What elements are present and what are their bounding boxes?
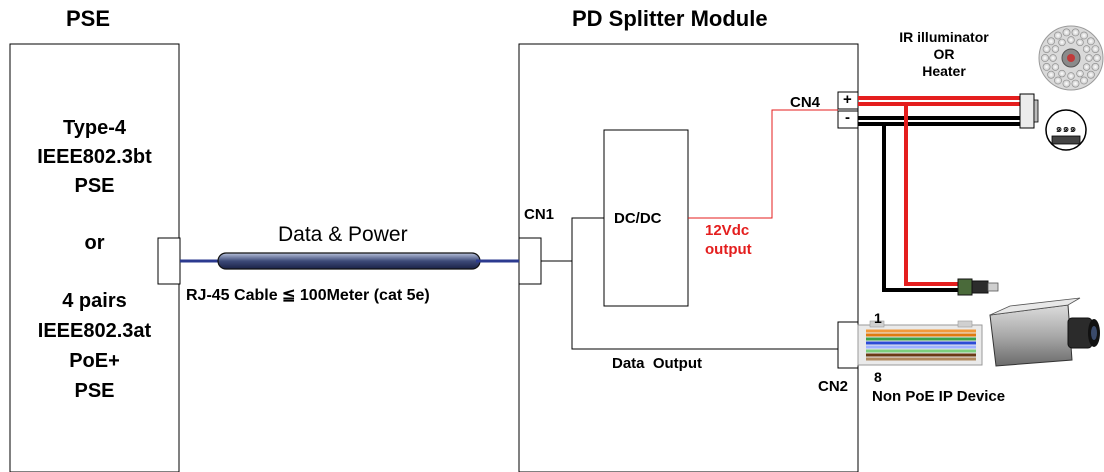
pse-line3: PSE	[74, 175, 115, 197]
cn4-plus-sign: +	[843, 91, 852, 108]
ir-led-dot	[1058, 38, 1066, 47]
pse-box	[9, 43, 180, 472]
ir-led-dot	[1071, 28, 1080, 37]
cn4-plus-terminal	[837, 91, 859, 110]
ip-device-label: Non PoE IP Device	[872, 388, 1006, 405]
output-line1: 12Vdc	[705, 222, 750, 239]
ir-led-dot	[1042, 45, 1051, 53]
ir-led-dot	[1054, 31, 1062, 40]
ir-led-dot	[1080, 31, 1088, 40]
ir-led-dot	[1087, 37, 1095, 46]
cn4-minus-sign: -	[845, 109, 850, 126]
cn2-label: CN2	[818, 378, 849, 395]
cn1-label: CN1	[524, 206, 555, 223]
ir-led-dot	[1047, 37, 1055, 46]
load-connector	[1019, 93, 1035, 129]
ir-led-dot	[1076, 38, 1084, 47]
ir-led-dot	[1042, 63, 1051, 71]
pse-line4: 4 pairs	[62, 290, 127, 312]
load-line2: OR	[933, 46, 955, 62]
load-line3: Heater	[922, 63, 966, 79]
cn2-port	[837, 321, 859, 369]
pse-line1: Type-4	[63, 117, 126, 139]
ir-led-dot	[1049, 54, 1057, 62]
pse-line2: IEEE802.3bt	[37, 146, 152, 168]
ir-illuminator-icon	[1038, 25, 1104, 91]
ir-led-dot	[1071, 79, 1080, 88]
pse-line5: IEEE802.3at	[37, 320, 152, 342]
ir-led-dot	[1067, 72, 1075, 80]
ir-led-dot	[1062, 79, 1071, 88]
ir-led-dot	[1085, 54, 1093, 62]
ir-led-dot	[1091, 63, 1100, 71]
ir-led-dot	[1080, 76, 1088, 85]
ir-led-dot	[1062, 28, 1071, 37]
ir-led-dot	[1058, 69, 1066, 78]
heater-icon: ๑๑๑	[1045, 109, 1087, 151]
cn4-label: CN4	[790, 94, 821, 111]
pse-line6: PoE+	[69, 350, 120, 372]
wire-black-jack	[858, 122, 962, 292]
ir-led-dot	[1093, 54, 1101, 62]
ir-led-dot	[1087, 70, 1095, 79]
load-connector-tab	[1033, 99, 1039, 123]
ir-led-dot	[1041, 54, 1049, 62]
splitter-title: PD Splitter Module	[572, 6, 768, 31]
data-output-label: Data Output	[612, 355, 702, 372]
ir-led-dot	[1051, 63, 1060, 71]
cn1-port	[518, 237, 542, 285]
rj45-wire-pinout	[857, 320, 983, 366]
pse-line7: PSE	[74, 380, 115, 402]
ir-led-dot	[1051, 45, 1060, 53]
dcdc-label: DC/DC	[614, 210, 662, 227]
pin1-label: 1	[874, 310, 882, 326]
dc-jack-icon	[957, 278, 999, 296]
pse-title: PSE	[66, 6, 111, 31]
cable-spec: RJ-45 Cable ≦ 100Meter (cat 5e)	[186, 287, 430, 304]
output-line2: output	[705, 241, 752, 258]
ir-led-dot	[1067, 36, 1075, 44]
cable-sheath	[217, 252, 481, 270]
load-line1: IR illuminator	[899, 29, 989, 45]
ir-led-dot	[1082, 63, 1091, 71]
ip-camera-icon	[989, 297, 1100, 367]
pin8-label: 8	[874, 369, 882, 385]
ir-led-dot	[1047, 70, 1055, 79]
pse-or: or	[84, 232, 105, 254]
ir-led-dot	[1054, 76, 1062, 85]
ir-led-dot	[1091, 45, 1100, 53]
dc-output-line	[688, 109, 838, 219]
heater-steam-symbol: ๑๑๑	[1056, 122, 1077, 135]
ir-led-dot	[1076, 69, 1084, 78]
cn1-to-dcdc-line	[541, 217, 604, 262]
cable-label: Data & Power	[278, 223, 408, 246]
ir-led-dot	[1082, 45, 1091, 53]
data-output-line	[571, 261, 838, 350]
wire-red-jack	[858, 102, 962, 286]
